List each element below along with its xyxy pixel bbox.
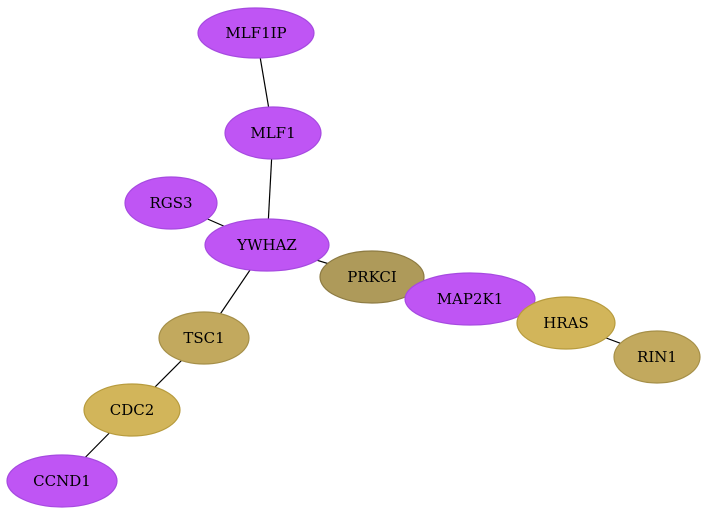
node-label: YWHAZ <box>236 236 297 254</box>
node-rgs3[interactable]: RGS3 <box>124 176 218 230</box>
node-label: TSC1 <box>183 329 224 347</box>
node-prkci[interactable]: PRKCI <box>319 250 425 304</box>
node-cdc2[interactable]: CDC2 <box>83 383 181 437</box>
node-ellipse <box>124 176 218 230</box>
node-ellipse <box>158 311 250 365</box>
node-ellipse <box>224 106 322 160</box>
node-label: RGS3 <box>149 194 192 212</box>
node-ellipse <box>197 7 315 59</box>
node-ellipse <box>613 330 701 384</box>
node-mlf1ip[interactable]: MLF1IP <box>197 7 315 59</box>
node-ellipse <box>83 383 181 437</box>
node-label: PRKCI <box>347 268 397 286</box>
node-label: MAP2K1 <box>437 290 504 308</box>
node-ellipse <box>6 454 118 508</box>
node-label: RIN1 <box>637 348 677 366</box>
node-tsc1[interactable]: TSC1 <box>158 311 250 365</box>
node-ywhaz[interactable]: YWHAZ <box>204 218 330 272</box>
node-label: CDC2 <box>110 401 155 419</box>
node-map2k1[interactable]: MAP2K1 <box>404 272 536 326</box>
node-label: HRAS <box>543 314 588 332</box>
node-rin1[interactable]: RIN1 <box>613 330 701 384</box>
node-label: MLF1IP <box>225 24 286 42</box>
node-ellipse <box>204 218 330 272</box>
node-ellipse <box>516 296 616 350</box>
node-mlf1[interactable]: MLF1 <box>224 106 322 160</box>
node-label: CCND1 <box>33 472 91 490</box>
node-hras[interactable]: HRAS <box>516 296 616 350</box>
node-ccnd1[interactable]: CCND1 <box>6 454 118 508</box>
node-label: MLF1 <box>250 124 295 142</box>
node-ellipse <box>319 250 425 304</box>
node-ellipse <box>404 272 536 326</box>
